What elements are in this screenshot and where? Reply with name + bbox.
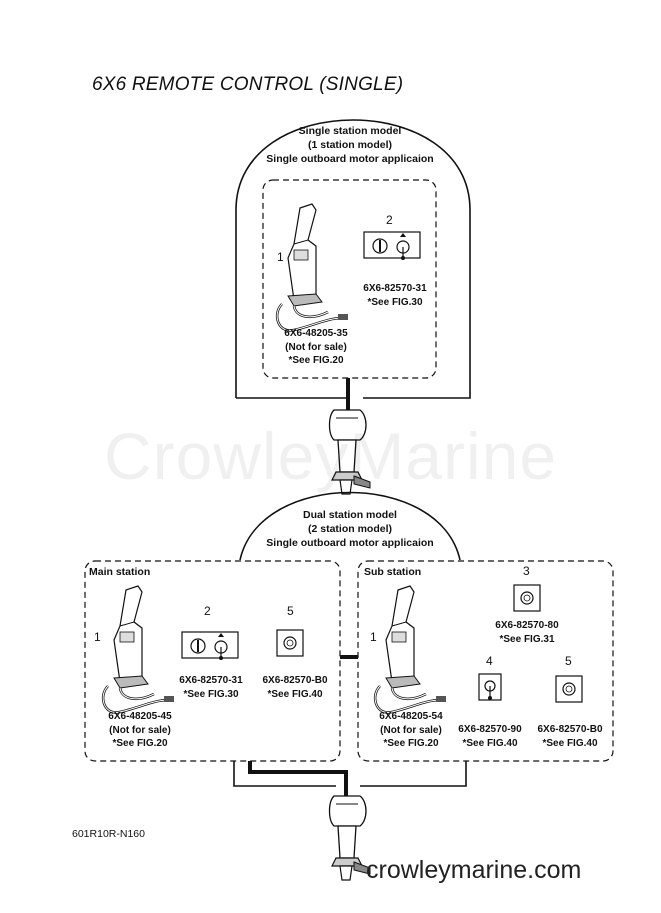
dual-header-line: Dual station model (303, 509, 397, 521)
part-line: *See FIG.20 (288, 355, 344, 366)
single-header-line: Single station model (298, 125, 402, 137)
part-line: 6X6-82570-31 (179, 675, 243, 686)
main-part5-number: 5 (287, 604, 294, 618)
part-line: 6X6-48205-45 (108, 711, 172, 722)
part-line: *See FIG.40 (542, 737, 598, 749)
sub-part3-label: 6X6-82570-80 *See FIG.31 (482, 619, 572, 646)
part-line: 6X6-48205-35 (284, 328, 348, 339)
part-line: 6X6-82570-80 (495, 620, 559, 631)
part-line: (Not for sale) (109, 724, 171, 736)
part-line: 6X6-48205-54 (379, 711, 443, 722)
page-title: 6X6 REMOTE CONTROL (SINGLE) (92, 74, 404, 95)
single-part2-number: 2 (386, 213, 393, 227)
part-line: 6X6-82570-B0 (537, 724, 603, 735)
dual-header-line: Single outboard motor applicaion (266, 537, 434, 549)
part-line: (Not for sale) (380, 724, 442, 736)
footer-url: crowleymarine.com (366, 856, 582, 884)
part-line: 6X6-82570-31 (363, 283, 427, 294)
main-part2-label: 6X6-82570-31 *See FIG.30 (168, 674, 254, 701)
part-line: *See FIG.40 (267, 688, 323, 700)
part-line: (Not for sale) (285, 341, 347, 353)
part-line: *See FIG.20 (112, 738, 168, 749)
part-line: *See FIG.30 (367, 296, 423, 308)
part-line: 6X6-82570-B0 (262, 675, 328, 686)
sub-station-label: Sub station (364, 566, 422, 578)
part-line: 6X6-82570-90 (458, 724, 522, 735)
sub-part3-number: 3 (523, 564, 530, 578)
sub-part4-number: 4 (486, 654, 493, 668)
sub-part1-number: 1 (370, 630, 377, 644)
part-line: *See FIG.30 (183, 688, 239, 700)
main-part2-number: 2 (204, 604, 211, 618)
dual-header-line: (2 station model) (307, 523, 392, 535)
single-header-line: (1 station model) (307, 139, 392, 151)
part-line: *See FIG.31 (499, 633, 555, 645)
sub-part4-label: 6X6-82570-90 *See FIG.40 (448, 723, 532, 750)
main-part1-label: 6X6-48205-45 (Not for sale) *See FIG.20 (90, 710, 190, 751)
figure-code: 601R10R-N160 (72, 828, 145, 840)
single-part2-label: 6X6-82570-31 *See FIG.30 (350, 282, 440, 309)
part-line: *See FIG.20 (383, 738, 439, 749)
main-part5-label: 6X6-82570-B0 *See FIG.40 (252, 674, 338, 701)
sub-part5-label: 6X6-82570-B0 *See FIG.40 (528, 723, 612, 750)
sub-part5-number: 5 (565, 654, 572, 668)
single-station-header: Single station model (1 station model) S… (250, 124, 450, 166)
main-part1-number: 1 (94, 630, 101, 644)
main-station-label: Main station (89, 566, 151, 578)
single-part1-number: 1 (277, 250, 284, 264)
single-part1-label: 6X6-48205-35 (Not for sale) *See FIG.20 (266, 327, 366, 368)
watermark-text: CrowleyMarine (103, 419, 558, 493)
single-header-line: Single outboard motor applicaion (266, 153, 434, 165)
part-line: *See FIG.40 (462, 737, 518, 749)
dual-station-header: Dual station model (2 station model) Sin… (250, 508, 450, 550)
sub-part1-label: 6X6-48205-54 (Not for sale) *See FIG.20 (362, 710, 460, 751)
